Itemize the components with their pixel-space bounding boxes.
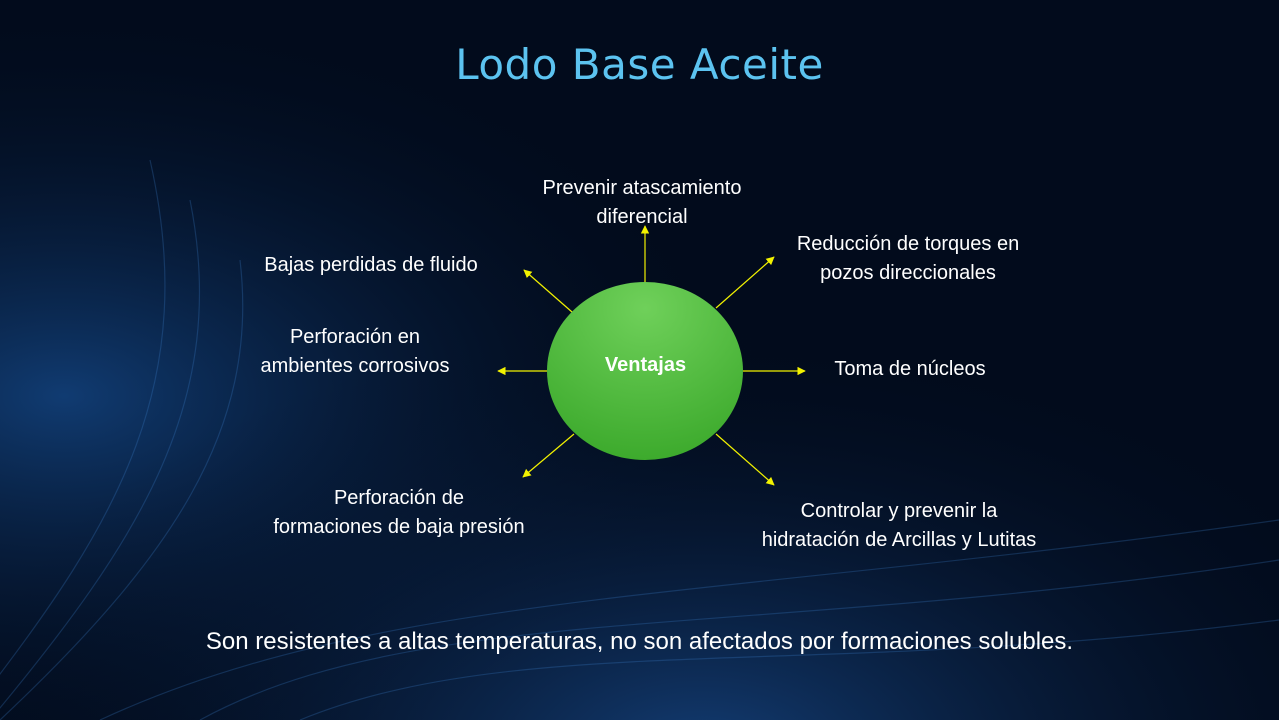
item-line: formaciones de baja presión	[273, 516, 525, 538]
slide-title: Lodo Base Aceite	[455, 40, 824, 89]
item-line: Toma de núcleos	[834, 358, 986, 380]
center-node	[547, 282, 743, 460]
arrow-top-left	[523, 269, 573, 313]
item-controlar-hidratacion: Controlar y prevenir la hidratación de A…	[722, 497, 1076, 555]
arrow-bottom-left	[522, 433, 575, 478]
arrow-bottom-right	[715, 433, 775, 486]
item-line: ambientes corrosivos	[260, 355, 450, 377]
item-line: Perforación de	[333, 487, 465, 509]
footer-note: Son resistentes a altas temperaturas, no…	[205, 628, 1074, 655]
item-line: diferencial	[596, 206, 688, 228]
item-line: Bajas perdidas de fluido	[264, 254, 478, 276]
item-perforacion-baja-presion: Perforación de formaciones de baja presi…	[243, 484, 555, 542]
item-line: Reducción de torques en	[796, 233, 1020, 255]
item-perforacion-corrosivos: Perforación en ambientes corrosivos	[238, 323, 472, 381]
center-node-label: Ventajas	[604, 354, 687, 376]
arrow-top-right	[715, 256, 775, 309]
item-toma-nucleos: Toma de núcleos	[815, 355, 1005, 384]
item-line: pozos direccionales	[820, 262, 996, 284]
item-line: Perforación en	[289, 326, 421, 348]
item-line: Prevenir atascamiento	[542, 177, 742, 199]
item-line: Controlar y prevenir la	[800, 500, 998, 522]
item-bajas-perdidas: Bajas perdidas de fluido	[238, 251, 504, 280]
item-reduccion-torques: Reducción de torques en pozos direcciona…	[770, 230, 1046, 288]
item-prevenir-atascamiento: Prevenir atascamiento diferencial	[520, 174, 764, 232]
item-line: hidratación de Arcillas y Lutitas	[761, 529, 1037, 551]
